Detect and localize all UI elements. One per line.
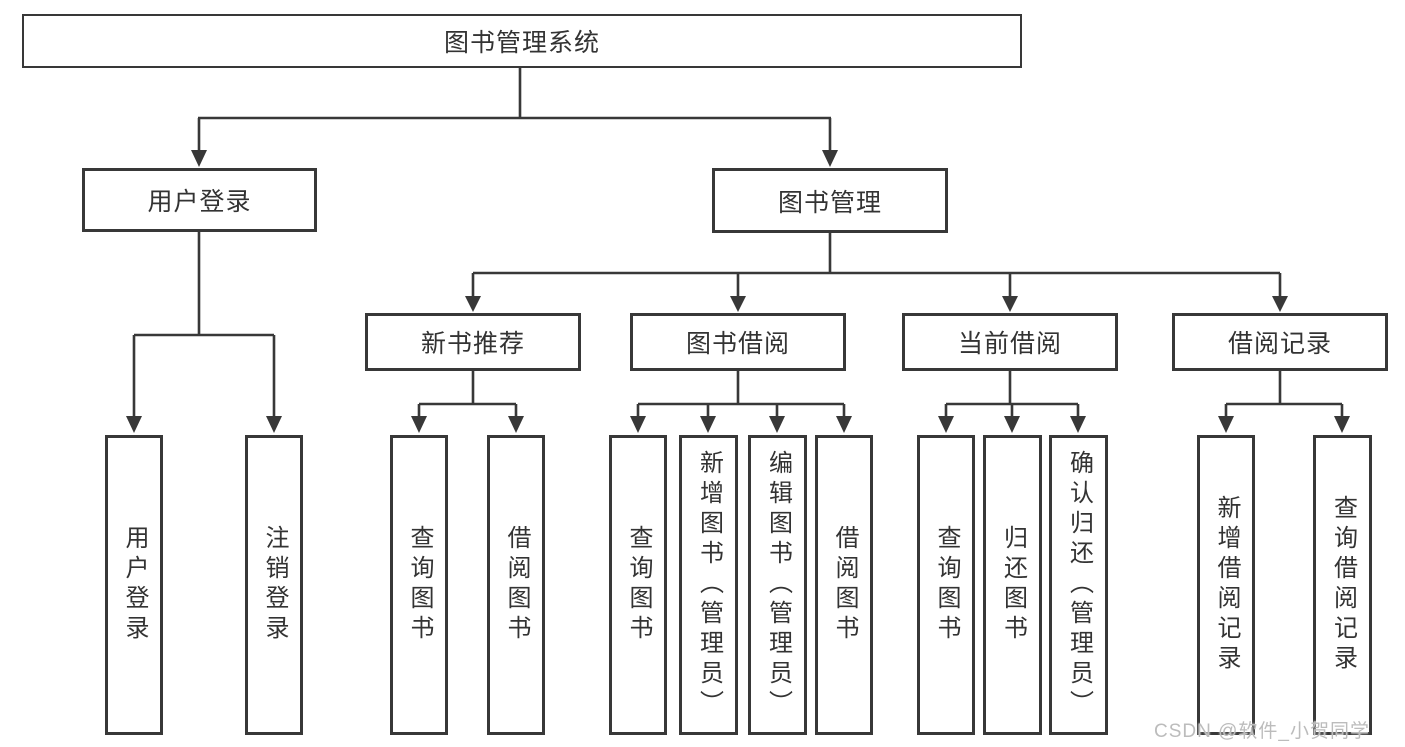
- leaf-add-book-admin: 新增图书（管理员）: [679, 435, 738, 735]
- node-root: 图书管理系统: [22, 14, 1022, 68]
- leaf-label: 归还图书: [999, 525, 1027, 645]
- leaf-label: 注销登录: [261, 525, 288, 645]
- leaf-edit-book-admin: 编辑图书（管理员）: [748, 435, 807, 735]
- leaf-add-borrow-record: 新增借阅记录: [1197, 435, 1255, 735]
- node-new-book-recommend: 新书推荐: [365, 313, 581, 371]
- node-label: 新书推荐: [420, 330, 525, 358]
- leaf-query-books-current: 查询图书: [917, 435, 975, 735]
- leaf-label: 查询图书: [933, 525, 960, 645]
- leaf-label: 借阅图书: [831, 525, 858, 645]
- node-book-borrowing: 图书借阅: [630, 313, 846, 371]
- leaf-label: 编辑图书（管理员）: [764, 450, 792, 720]
- leaf-user-login: 用户登录: [105, 435, 163, 735]
- leaf-logout: 注销登录: [245, 435, 303, 735]
- leaf-label: 查询图书: [406, 525, 433, 645]
- leaf-borrow-books-borrowing: 借阅图书: [815, 435, 873, 735]
- node-label: 借阅记录: [1227, 330, 1332, 358]
- leaf-label: 查询图书: [625, 525, 652, 645]
- watermark: CSDN @软件_小贺同学: [1154, 721, 1370, 742]
- leaf-label: 确认归还（管理员）: [1065, 450, 1093, 720]
- leaf-confirm-return-admin: 确认归还（管理员）: [1049, 435, 1108, 735]
- leaf-query-borrow-record: 查询借阅记录: [1313, 435, 1372, 735]
- node-user-login: 用户登录: [82, 168, 317, 232]
- node-label: 当前借阅: [957, 330, 1062, 358]
- leaf-borrow-books-recommend: 借阅图书: [487, 435, 545, 735]
- node-label: 图书借阅: [685, 330, 790, 358]
- leaf-return-books: 归还图书: [983, 435, 1042, 735]
- leaf-label: 用户登录: [121, 525, 148, 645]
- leaf-label: 借阅图书: [503, 525, 530, 645]
- node-label: 图书管理: [777, 188, 882, 217]
- leaf-label: 新增借阅记录: [1213, 495, 1240, 675]
- leaf-label: 新增图书（管理员）: [695, 450, 723, 720]
- leaf-query-books-recommend: 查询图书: [390, 435, 448, 735]
- leaf-query-books-borrowing: 查询图书: [609, 435, 667, 735]
- node-label: 图书管理系统: [443, 29, 600, 57]
- node-label: 用户登录: [147, 188, 252, 216]
- node-book-management: 图书管理: [712, 168, 948, 233]
- node-current-borrowing: 当前借阅: [902, 313, 1118, 371]
- leaf-label: 查询借阅记录: [1329, 495, 1357, 675]
- node-borrowing-records: 借阅记录: [1172, 313, 1388, 371]
